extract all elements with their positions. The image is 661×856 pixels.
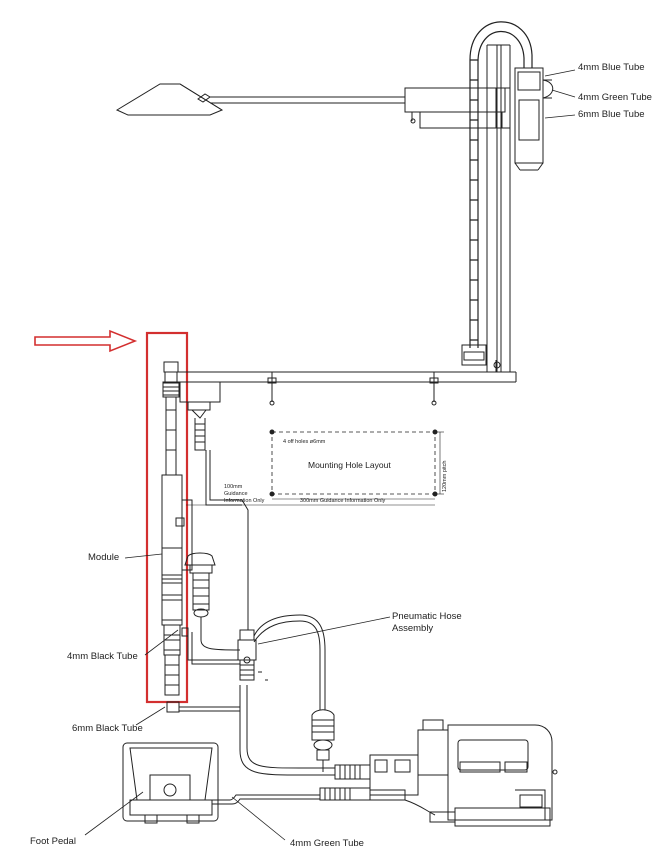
- label-guidance-100-a: 100mm: [224, 484, 243, 490]
- label-6mm-blue-tube: 6mm Blue Tube: [578, 109, 645, 120]
- label-module: Module: [88, 552, 119, 563]
- label-4mm-black-tube: 4mm Black Tube: [67, 651, 138, 662]
- module-assembly: [161, 361, 193, 696]
- label-4mm-blue-tube: 4mm Blue Tube: [578, 62, 645, 73]
- vertical-column: [486, 44, 511, 372]
- label-mounting-hole-layout: Mounting Hole Layout: [308, 460, 391, 470]
- hose-loop: [253, 614, 326, 710]
- label-4mm-green-tube-top: 4mm Green Tube: [578, 92, 652, 103]
- pneumatic-manifold: [237, 629, 268, 700]
- leader-lines: [84, 69, 576, 841]
- label-pneumatic-hose-1: Pneumatic Hose: [392, 611, 462, 622]
- rail-bracket: [179, 381, 221, 451]
- label-guidance-100-c: Information Only: [224, 498, 265, 504]
- label-4mm-green-tube-bottom: 4mm Green Tube: [290, 838, 364, 849]
- module-regulator: [184, 552, 241, 651]
- column-base: [461, 344, 501, 372]
- label-pitch: 120mm pitch: [442, 461, 448, 493]
- label-holes: 4 off holes ø6mm: [283, 439, 326, 445]
- foot-pedal-unit: [122, 742, 320, 824]
- label-guidance-100-b: Guidance: [224, 491, 248, 497]
- supply-hose: [239, 700, 335, 776]
- overhead-arm: [115, 83, 511, 129]
- corrugated-hose-top: [469, 21, 533, 348]
- compressor-unit: [319, 719, 558, 827]
- text-labels: 4mm Blue Tube 4mm Green Tube 6mm Blue Tu…: [30, 62, 652, 849]
- mounting-rail: [170, 371, 517, 406]
- black-tube-6mm: [166, 701, 240, 713]
- pointer-arrow: [34, 329, 138, 353]
- label-foot-pedal: Foot Pedal: [30, 836, 76, 847]
- valve-block-top: [514, 67, 554, 171]
- label-pneumatic-hose-2: Assembly: [392, 623, 433, 634]
- label-6mm-black-tube: 6mm Black Tube: [72, 723, 143, 734]
- module-tubes: [187, 450, 249, 665]
- lower-regulator: [311, 709, 335, 772]
- label-guidance-300: 300mm Guidance Information Only: [300, 498, 386, 504]
